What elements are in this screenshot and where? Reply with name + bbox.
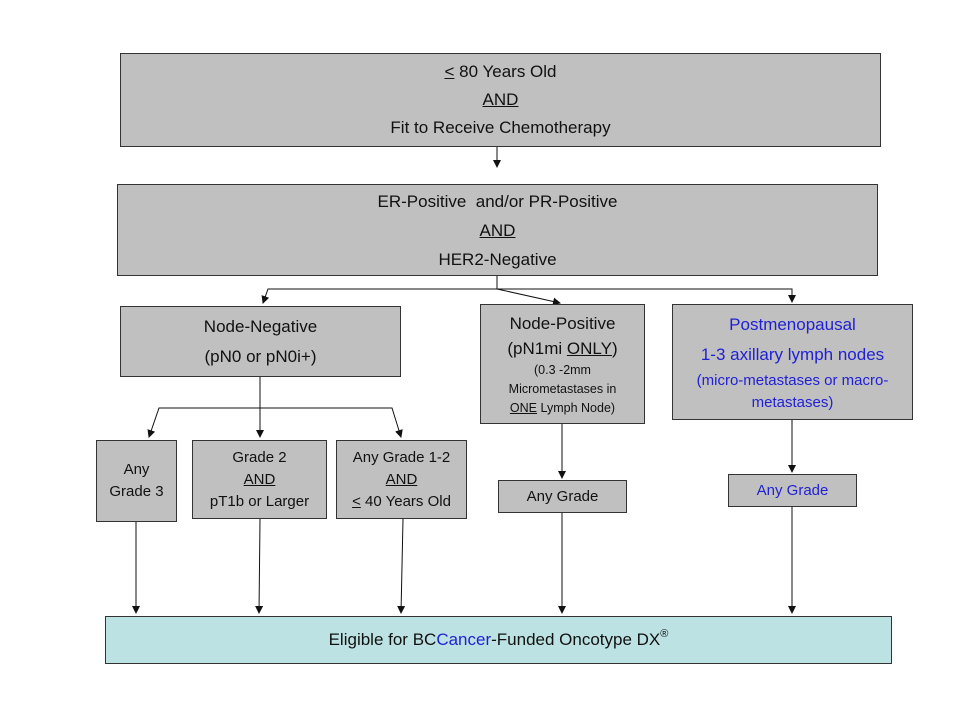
node-negative-stage: (pN0 or pN0i+) [204, 346, 317, 366]
stage-close: ) [611, 338, 618, 358]
axillary-nodes-label: 1-3 axillary lymph nodes [700, 345, 885, 364]
arrow-to-node-positive [496, 288, 561, 306]
eligible-text-suffix: -Funded Oncotype DX [491, 630, 661, 649]
any-grade-label: Any Grade [526, 488, 599, 505]
eligible-text-prefix: Eligible for BC [328, 630, 437, 649]
node-positive-box: Node-Positive (pN1mi ONLY) (0.3 -2mm Mic… [480, 304, 645, 424]
micromet-size: (0.3 -2mm [534, 362, 591, 377]
lymph-node-label: Lymph Node) [537, 400, 616, 415]
receptor-status-box: ER-Positive and/or PR-Positive AND HER2-… [117, 184, 878, 276]
and-label: AND [482, 90, 519, 109]
node-negative-box: Node-Negative (pN0 or pN0i+) [120, 306, 401, 377]
arrow-to-grade3 [147, 407, 260, 438]
arrow-grade12-to-eligible [397, 518, 406, 614]
any-grade-node-positive-box: Any Grade [498, 480, 627, 513]
chemo-fit-label: Fit to Receive Chemotherapy [390, 118, 611, 137]
any-grade-label: Any Grade [756, 482, 829, 499]
metastases-line2: metastases) [751, 394, 834, 411]
age-criteria-box: < 80 Years Old AND Fit to Receive Chemot… [120, 53, 881, 147]
tumor-size-label: pT1b or Larger [209, 492, 310, 510]
registered-mark: ® [660, 628, 669, 640]
and-label: AND [243, 470, 276, 488]
grade2-box: Grade 2 AND pT1b or Larger [192, 440, 327, 519]
node-positive-title: Node-Positive [509, 313, 616, 333]
grade2-label: Grade 2 [232, 448, 287, 466]
one-label: ONE [509, 400, 538, 415]
eligible-box: Eligible for BC Cancer -Funded Oncotype … [105, 616, 892, 664]
and-label: AND [479, 220, 516, 240]
arrow-to-grade12 [260, 407, 403, 438]
receptor-line: ER-Positive and/or PR-Positive [377, 191, 618, 211]
age-text: 80 Years Old [454, 62, 557, 81]
stage-text: (pN1mi [507, 338, 567, 358]
grade12-label: Any Grade 1-2 [352, 448, 451, 466]
less-equal-symbol: < [352, 492, 361, 510]
grade3-label: Grade 3 [109, 483, 164, 500]
age-line: < 80 Years Old [444, 58, 556, 86]
grade3-box: Any Grade 3 [96, 440, 177, 522]
node-positive-stage: (pN1mi ONLY) [507, 336, 617, 361]
her2-label: HER2-Negative [438, 249, 557, 269]
less-equal-symbol: < [444, 62, 455, 81]
arrow-grade2-to-eligible [255, 518, 264, 614]
age40-text: 40 Years Old [360, 492, 451, 510]
postmenopausal-box: Postmenopausal 1-3 axillary lymph nodes … [672, 304, 913, 420]
micromet-label: Micrometastases in [508, 381, 617, 396]
one-node-line: ONE Lymph Node) [510, 399, 615, 418]
and-label: AND [385, 470, 418, 488]
grade12-box: Any Grade 1-2 AND < 40 Years Old [336, 440, 467, 519]
arrow-to-postmenopausal [497, 288, 796, 303]
eligible-text-cancer: Cancer [436, 630, 492, 649]
age40-line: < 40 Years Old [352, 491, 451, 513]
any-grade-postmenopausal-box: Any Grade [728, 474, 857, 507]
postmenopausal-title: Postmenopausal [729, 315, 856, 334]
node-negative-title: Node-Negative [203, 316, 318, 336]
grade3-any: Any [123, 461, 150, 478]
metastases-line1: (micro-metastases or macro- [696, 372, 889, 389]
only-label: ONLY [566, 338, 612, 358]
arrow-to-node-negative [261, 288, 497, 304]
